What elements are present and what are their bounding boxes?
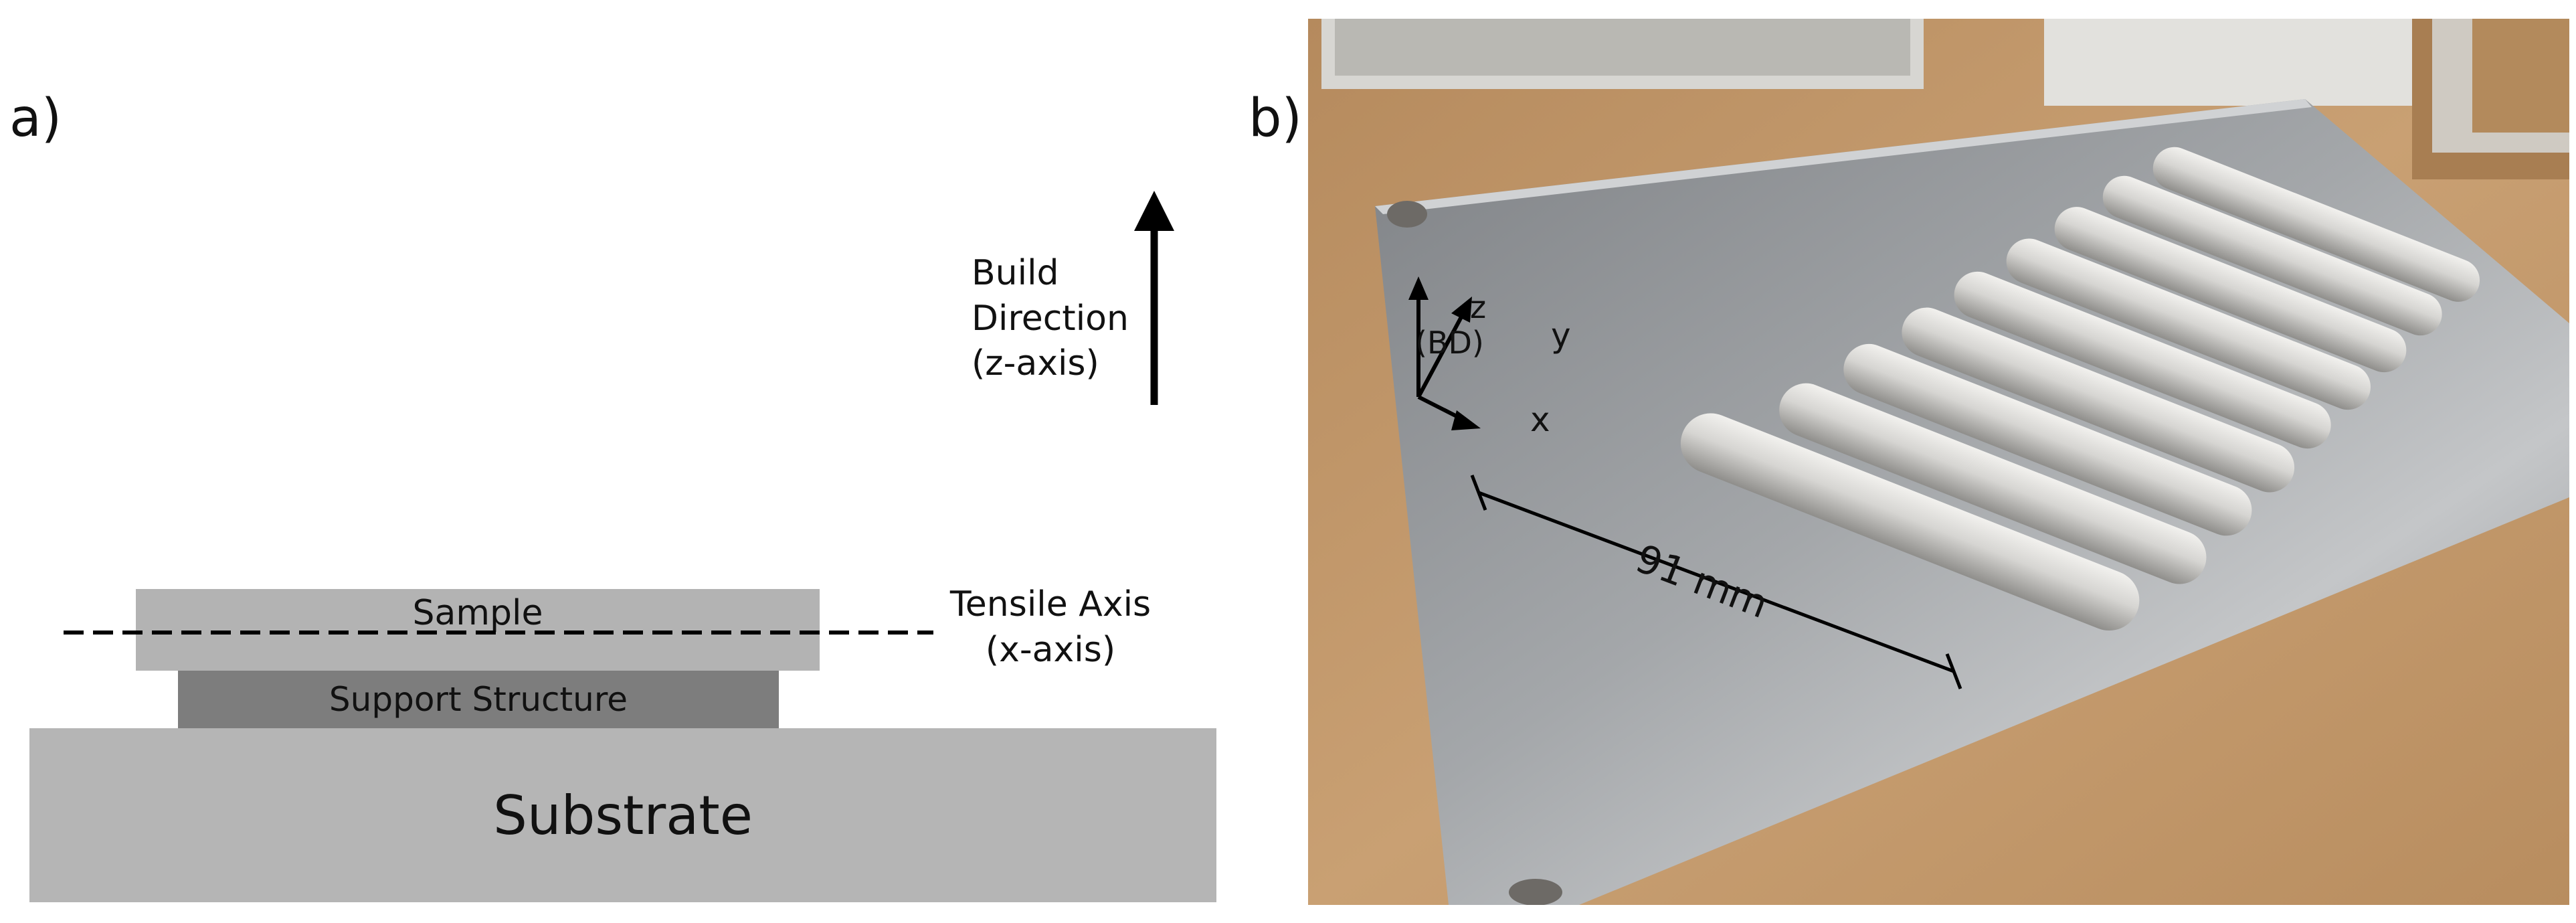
rods-group: [1680, 147, 2480, 631]
panel-b-label: b): [1249, 88, 1302, 149]
axis-bd-label: (BD): [1415, 325, 1484, 361]
panel-a-label: a): [9, 88, 62, 149]
dimension-line: [1470, 475, 1962, 689]
build-direction-line3: (z-axis): [972, 343, 1099, 384]
tensile-axis-text: Tensile Axis (x-axis): [930, 582, 1171, 673]
sample-block: Sample: [136, 589, 820, 671]
axis-z-label: z: [1470, 289, 1487, 325]
sample-label: Sample: [412, 593, 543, 633]
build-direction-line1: Build: [972, 253, 1059, 293]
build-direction-line2: Direction: [972, 298, 1129, 339]
tensile-axis-line1: Tensile Axis: [949, 584, 1152, 624]
tensile-axis-dashed-line: [64, 631, 933, 635]
build-direction-text: Build Direction (z-axis): [972, 251, 1129, 387]
axis-x-label: x: [1530, 400, 1550, 439]
axes-icon: [1408, 276, 1481, 430]
support-structure-label: Support Structure: [329, 680, 628, 719]
axis-y-label: y: [1551, 316, 1571, 355]
substrate-label: Substrate: [493, 784, 753, 847]
substrate-block: Substrate: [29, 728, 1216, 902]
build-direction-arrow: [1134, 191, 1174, 405]
build-plate-photo: [1308, 19, 2569, 905]
tensile-axis-line2: (x-axis): [985, 629, 1116, 670]
support-structure-block: Support Structure: [178, 671, 779, 728]
